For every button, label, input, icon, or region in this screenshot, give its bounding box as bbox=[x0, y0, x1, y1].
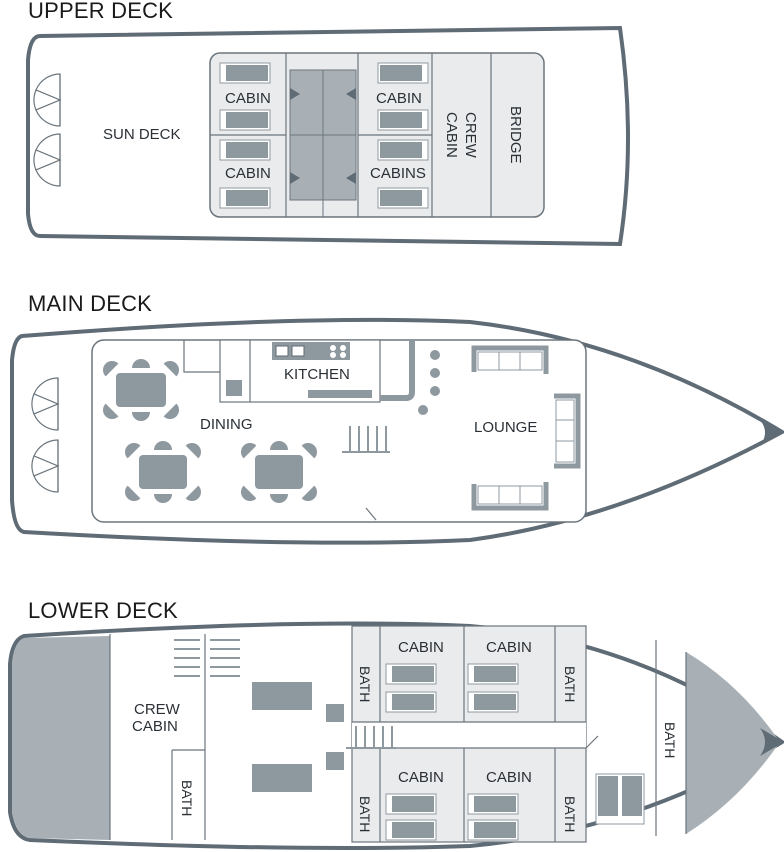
lower-deck-title: LOWER DECK bbox=[28, 598, 178, 623]
lounge-sofa-bottom bbox=[471, 482, 549, 511]
crew-cabin-label-line1: CREW bbox=[462, 112, 479, 159]
dining-table bbox=[99, 357, 183, 423]
bunk bbox=[467, 819, 519, 841]
upper-deck: SUN DECK CABIN CABIN CABIN CABINS CREW C… bbox=[26, 25, 630, 247]
kitchen-label: KITCHEN bbox=[284, 366, 350, 383]
bunk bbox=[467, 691, 519, 713]
main-bow-tip bbox=[760, 420, 784, 446]
bunk bbox=[219, 109, 271, 131]
bunk bbox=[377, 139, 429, 161]
bunk bbox=[385, 691, 437, 713]
main-deck-title: MAIN DECK bbox=[28, 291, 153, 316]
bunk bbox=[385, 663, 437, 685]
engine-block bbox=[252, 682, 312, 710]
lower-deck: CREW CABIN BATH BATH BATH CABIN CABIN CA… bbox=[8, 621, 784, 850]
cabin-label: CABIN bbox=[376, 90, 422, 107]
main-door bbox=[365, 507, 377, 521]
kitchen-sink bbox=[226, 380, 242, 396]
crew-cabin-label-line2: CABIN bbox=[443, 112, 460, 158]
bunk bbox=[219, 62, 271, 84]
lower-stairs-left bbox=[174, 639, 200, 677]
cabins-label: CABINS bbox=[370, 165, 426, 182]
bath-label: BATH bbox=[562, 796, 578, 832]
dining-table bbox=[237, 439, 321, 505]
cabin-label: CABIN bbox=[398, 769, 444, 786]
lower-bow-tank bbox=[686, 652, 780, 834]
engine-block bbox=[252, 764, 312, 792]
bow-bunks bbox=[595, 773, 645, 825]
bunk bbox=[377, 187, 429, 209]
bunk bbox=[385, 793, 437, 815]
bath-label: BATH bbox=[357, 796, 373, 832]
main-deck: KITCHEN DINING LOUNGE bbox=[10, 317, 784, 545]
lower-corridor bbox=[352, 722, 586, 748]
bar-counter bbox=[380, 340, 415, 401]
upper-deck-title: UPPER DECK bbox=[28, 0, 174, 23]
cabin-label: CABIN bbox=[486, 639, 532, 656]
bath-label: BATH bbox=[357, 666, 373, 702]
dining-table bbox=[121, 439, 205, 505]
bath-label: BATH bbox=[662, 722, 678, 758]
lower-stairs-center bbox=[346, 726, 396, 749]
dining-label: DINING bbox=[200, 416, 253, 433]
bunk bbox=[377, 62, 429, 84]
bunk bbox=[467, 663, 519, 685]
cabin-label: CABIN bbox=[398, 639, 444, 656]
kitchen-bench bbox=[308, 390, 372, 398]
crew-cabin-label-line1: CREW bbox=[134, 701, 181, 718]
bunk bbox=[467, 793, 519, 815]
cabin-label: CABIN bbox=[225, 90, 271, 107]
lounge-sofa-top bbox=[471, 345, 549, 374]
bunk bbox=[219, 187, 271, 209]
bath-label: BATH bbox=[179, 780, 195, 816]
bunk bbox=[219, 139, 271, 161]
cabin-label: CABIN bbox=[225, 165, 271, 182]
crew-cabin-label-line2: CABIN bbox=[132, 718, 178, 735]
lower-stern-tank bbox=[12, 636, 110, 840]
main-stairs bbox=[342, 426, 390, 453]
bunk bbox=[385, 819, 437, 841]
lounge-sofa-right bbox=[554, 393, 581, 469]
bath-label: BATH bbox=[562, 666, 578, 702]
sun-deck-label: SUN DECK bbox=[103, 126, 181, 143]
bunk bbox=[377, 109, 429, 131]
lower-stairs-right bbox=[210, 639, 240, 677]
bridge-label: BRIDGE bbox=[507, 106, 524, 164]
lounge-label: LOUNGE bbox=[474, 419, 537, 436]
cabin-label: CABIN bbox=[486, 769, 532, 786]
